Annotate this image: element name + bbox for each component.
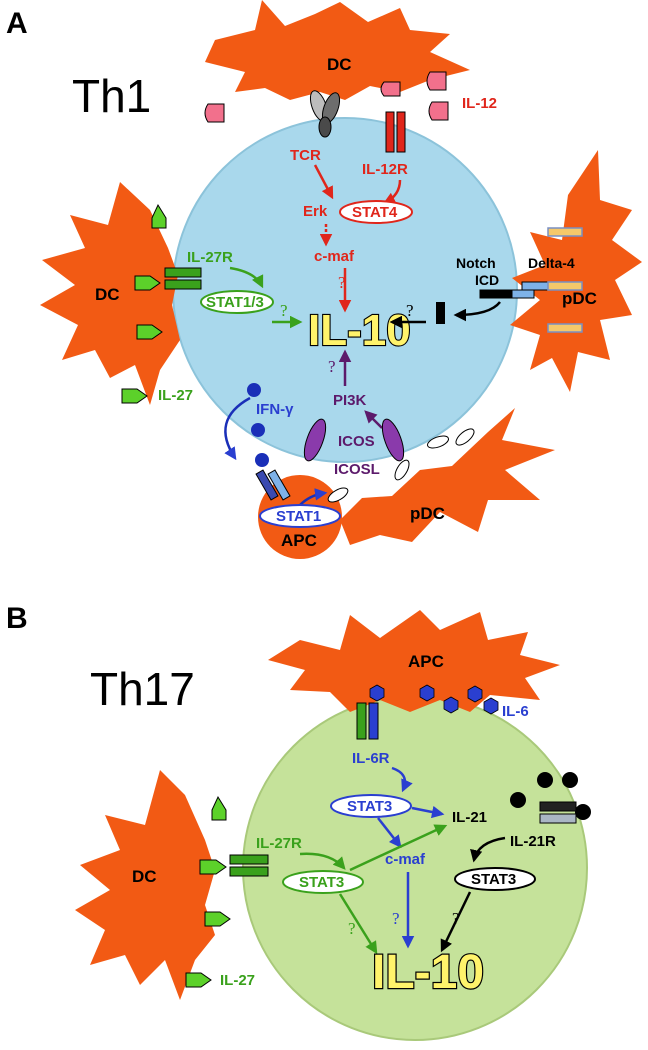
ifngr-to-stat1-arrow-icon	[299, 488, 328, 506]
stat3-to-cmaf-arrow-icon	[377, 817, 402, 848]
il21r-label: IL-21R	[510, 833, 556, 850]
il27-label: IL-27	[158, 387, 193, 404]
il6r-receptor-icon	[356, 702, 379, 740]
ifng-cytokine-icon	[247, 383, 269, 467]
th1-label: Th1	[72, 70, 151, 122]
il6-label: IL-6	[502, 703, 529, 720]
il27r-to-stat13-arrow-icon	[229, 266, 264, 289]
delta4-ligand-icon	[547, 227, 583, 333]
tcr-to-erk-arrow-icon	[313, 164, 334, 200]
icos-left-receptor-icon	[303, 418, 327, 462]
stat3-top-label: STAT3	[347, 798, 392, 815]
il10-th17-label: IL-10	[372, 946, 484, 999]
pdc-right-label: pDC	[562, 289, 597, 308]
il27-b-cytokine-icon	[185, 795, 231, 988]
stat3-right-unknown-q: ?	[452, 909, 460, 928]
icos-right-receptor-icon	[381, 418, 405, 462]
stat1-label: STAT1	[276, 508, 321, 525]
stat3-right-to-il10-arrow-icon	[440, 891, 472, 953]
pdc-bottom-label: pDC	[410, 504, 445, 523]
il27r-receptor-icon	[164, 267, 202, 290]
il27r-label: IL-27R	[187, 249, 233, 266]
dc-top-cell	[205, 0, 470, 100]
stat3-left-label: STAT3	[299, 874, 344, 891]
pdc-right-cell	[510, 150, 642, 392]
il21-cytokine-icon	[510, 772, 591, 820]
il12r-label: IL-12R	[362, 161, 408, 178]
il27r-b-receptor-icon	[229, 854, 269, 877]
icd-block-icon	[436, 302, 445, 324]
cmaf-unknown-q: ?	[338, 273, 346, 292]
stat4-ellipse	[339, 200, 413, 224]
stat3-right-label: STAT3	[471, 871, 516, 888]
stat3-left-to-il21-arrow-icon	[349, 824, 448, 872]
apc-top-cell	[268, 610, 560, 712]
il12-label: IL-12	[462, 95, 497, 112]
icos-to-pi3k-arrow-icon	[364, 410, 383, 429]
icos-label: ICOS	[338, 433, 375, 450]
tcr-receptor-icon	[309, 90, 341, 138]
panel-b: B Th17 APC DC IL-6 IL-6R STAT3 IL-21	[6, 602, 591, 1041]
dc-left-cell	[40, 182, 180, 405]
dc-left-label: DC	[95, 285, 120, 304]
il27r-to-stat3-arrow-icon	[299, 852, 346, 870]
il6r-to-stat3-arrow-icon	[391, 766, 413, 793]
stat3-left-to-il10-arrow-icon	[338, 893, 378, 955]
apc-top-label: APC	[408, 652, 444, 671]
stat3-to-il21-arrow-icon	[411, 805, 445, 819]
panel-a-letter: A	[6, 7, 28, 40]
pi3k-label: PI3K	[333, 392, 367, 409]
stat13-ellipse	[200, 290, 274, 314]
il21r-to-stat3-arrow-icon	[470, 836, 506, 863]
il10-th1-label: IL-10	[308, 306, 411, 355]
erk-label: Erk	[303, 203, 328, 220]
stat1-ellipse	[259, 504, 341, 528]
stat3-top-ellipse	[330, 794, 412, 818]
notch-unknown-q: ?	[406, 301, 414, 320]
stat13-label: STAT1/3	[206, 294, 264, 311]
il12r-receptor-icon	[385, 111, 406, 153]
dc-top-label: DC	[327, 55, 352, 74]
il6r-label: IL-6R	[352, 750, 390, 767]
il21-label: IL-21	[452, 809, 487, 826]
stat3-left-ellipse	[282, 870, 364, 894]
tcr-label: TCR	[290, 147, 321, 164]
dc-b-label: DC	[132, 867, 157, 886]
panel-a: A Th1 DC DC pDC pDC APC IL-12	[6, 0, 642, 559]
stat3-left-unknown-q: ?	[348, 919, 356, 938]
ifng-arrow-icon	[224, 396, 251, 461]
stat13-unknown-q: ?	[280, 301, 288, 320]
icosl-label: ICOSL	[334, 461, 380, 478]
ifngr-receptor-icon	[255, 469, 291, 501]
pi3k-unknown-q: ?	[328, 357, 336, 376]
cmaf-label: c-maf	[314, 248, 355, 265]
ifng-label: IFN-γ	[256, 401, 294, 418]
il27-cytokine-icon	[121, 203, 167, 404]
cmaf-unknown-q: ?	[392, 909, 400, 928]
pdc-bottom-cell	[340, 408, 555, 545]
stat4-label: STAT4	[352, 204, 398, 221]
il21r-receptor-icon	[539, 801, 577, 824]
icosl-ligand-icon	[327, 428, 475, 503]
icd-label: ICD	[475, 272, 499, 288]
dc-b-cell	[75, 770, 215, 1000]
cmaf-b-label: c-maf	[385, 851, 426, 868]
notch-to-block-arrow-icon	[453, 301, 501, 322]
stat3-right-ellipse	[454, 867, 536, 891]
delta4-label: Delta-4	[528, 255, 575, 271]
panel-b-letter: B	[6, 602, 28, 635]
il27-b-label: IL-27	[220, 972, 255, 989]
il27r-b-label: IL-27R	[256, 835, 302, 852]
notch-label: Notch	[456, 255, 496, 271]
il6-cytokine-icon	[369, 684, 499, 715]
apc-label: APC	[281, 531, 317, 550]
th17-label: Th17	[90, 663, 195, 715]
il12-cytokine-icon	[204, 71, 449, 123]
